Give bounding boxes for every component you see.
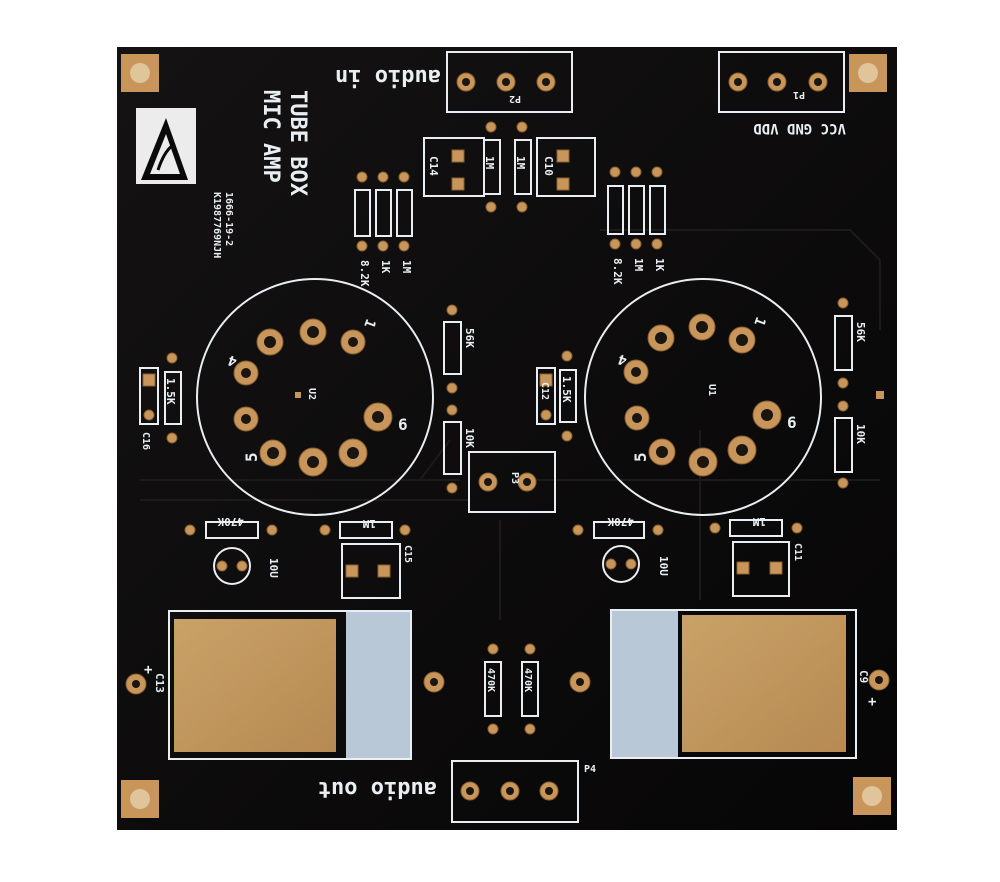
- resistor-470k-output-right: 470K: [521, 643, 539, 735]
- copper-traces: [140, 229, 881, 620]
- capacitor-c10: C10: [536, 137, 596, 197]
- r-470k-out-right-value: 470K: [522, 668, 533, 692]
- r-input-right-value: 1M: [514, 156, 527, 170]
- board-title-line1: TUBE BOX: [285, 90, 310, 196]
- c13-plus: +: [144, 662, 152, 678]
- u2-label: U2: [306, 388, 317, 400]
- esd-warning-logo: [136, 108, 196, 184]
- resistor-56k-left: 56K: [443, 304, 476, 394]
- audio-out-connector: P4: [451, 760, 596, 823]
- r-left-8-2k: 8.2K: [358, 260, 371, 287]
- electrolytic-10u-right: 10U: [602, 545, 670, 583]
- r-470k-out-left-value: 470K: [485, 668, 496, 692]
- resistor-1m-input-left: 1M: [483, 121, 501, 213]
- power-connector: P1: [718, 51, 845, 113]
- r-1m-right-lower-value: 1M: [752, 515, 766, 528]
- u1-pin5: 5: [631, 452, 650, 462]
- c10-label: C10: [542, 156, 555, 176]
- p1-label: P1: [793, 89, 805, 100]
- u1-pin6: 6: [787, 413, 797, 432]
- c9-label: C9: [857, 670, 870, 683]
- resistor-1-5k-left: 1.5K: [164, 352, 182, 444]
- c16-label: C16: [140, 432, 151, 450]
- r-470k-right-value: 470K: [607, 515, 634, 528]
- audio-in-connector: P2: [446, 51, 573, 113]
- electrolytic-10u-left: 10U: [213, 547, 280, 585]
- c13-label: C13: [153, 673, 166, 693]
- resistor-470k-output-left: 470K: [484, 643, 502, 735]
- r-right-8-2k: 8.2K: [611, 258, 624, 285]
- r-left-1m: 1M: [400, 260, 413, 274]
- resistor-470k-left: 470K: [184, 515, 278, 539]
- connector-p3: P3: [468, 451, 556, 513]
- r-right-1m: 1M: [632, 258, 645, 272]
- p2-label: P2: [509, 93, 521, 104]
- power-labels: VCC GND VDD: [753, 120, 846, 136]
- resistor-10k-left: 10K: [443, 404, 476, 494]
- tube-socket-u2: U2 1 4 5 6: [196, 278, 434, 516]
- cap-10u-left-value: 10U: [267, 558, 280, 578]
- resistor-10k-right: 10K: [834, 400, 867, 489]
- r-1m-left-lower-value: 1M: [362, 517, 376, 530]
- r-56k-left-value: 56K: [463, 328, 476, 348]
- c12-label: C12: [539, 382, 550, 400]
- c11-label: C11: [792, 543, 803, 561]
- c15-label: C15: [402, 545, 413, 563]
- r-1-5k-left-value: 1.5K: [164, 378, 177, 405]
- r-1-5k-middle-value: 1.5K: [560, 376, 573, 403]
- r-10k-right-value: 10K: [854, 424, 867, 444]
- u2-pin6: 6: [398, 415, 408, 434]
- c9-plus: +: [868, 694, 876, 710]
- r-56k-right-value: 56K: [854, 322, 867, 342]
- mounting-holes: [121, 54, 891, 818]
- c14-label: C14: [427, 156, 440, 176]
- date-code: 1666-19-2: [223, 192, 234, 246]
- resistor-group-right: 8.2K 1M 1K: [607, 166, 666, 285]
- resistor-56k-right: 56K: [834, 297, 867, 389]
- r-left-1k: 1K: [379, 260, 392, 274]
- u1-label: U1: [706, 384, 717, 396]
- audio-in-label: audio in: [335, 64, 441, 89]
- resistor-1-5k-middle: 1.5K: [559, 350, 577, 442]
- resistor-470k-right: 470K: [572, 515, 664, 539]
- audio-out-label: audio out: [318, 776, 437, 801]
- cap-10u-right-value: 10U: [657, 556, 670, 576]
- resistor-1m-input-right: 1M: [514, 121, 532, 213]
- r-470k-left-value: 470K: [217, 515, 244, 528]
- capacitor-c9: + C9: [569, 609, 890, 759]
- capacitor-c11: C11: [732, 541, 803, 597]
- board-title-line2: MIC AMP: [258, 90, 283, 183]
- p4-label: P4: [584, 764, 596, 775]
- u2-pin5: 5: [242, 452, 261, 462]
- resistor-1m-c11-side: 1M: [709, 515, 803, 537]
- p3-label: P3: [509, 472, 520, 484]
- capacitor-c12: C12: [536, 367, 556, 425]
- capacitor-c16: C16: [139, 367, 159, 450]
- r-right-1k: 1K: [653, 258, 666, 272]
- resistor-1m-c15-side: 1M: [319, 517, 411, 539]
- serial-code: K1987769NJH: [211, 192, 222, 258]
- r-10k-left-value: 10K: [463, 428, 476, 448]
- capacitor-c13: + C13: [125, 610, 445, 760]
- r-input-left-value: 1M: [483, 156, 496, 170]
- via: [876, 391, 884, 399]
- capacitor-c15: C15: [341, 543, 413, 599]
- resistor-group-left: 8.2K 1K 1M: [354, 171, 413, 287]
